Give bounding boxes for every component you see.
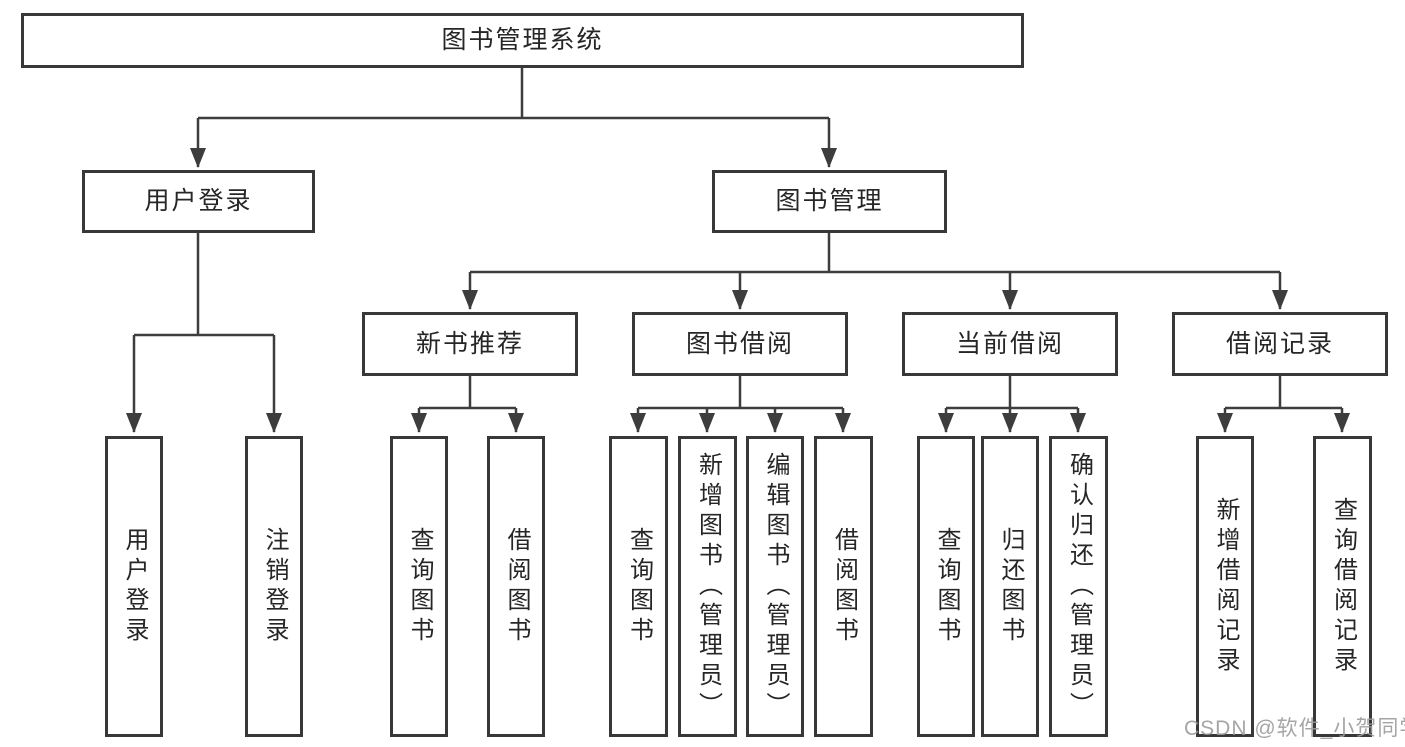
node-book-management: 图书管理 (712, 170, 947, 233)
leaf-recommend-query-books: 查询图书 (390, 436, 448, 737)
leaf-edit-books-admin: 编辑图书（管理员） (746, 436, 804, 737)
leaf-add-borrow-record: 新增借阅记录 (1196, 436, 1254, 737)
csdn-watermark: CSDN @软件_小贺同学 (1184, 717, 1405, 740)
leaf-query-borrow-record: 查询借阅记录 (1313, 436, 1372, 737)
leaf-borrow-books: 借阅图书 (814, 436, 873, 737)
node-new-book-recommend: 新书推荐 (362, 312, 578, 376)
node-borrow-records: 借阅记录 (1172, 312, 1388, 376)
node-root: 图书管理系统 (21, 13, 1024, 68)
leaf-confirm-return-admin: 确认归还（管理员） (1049, 436, 1108, 737)
leaf-user-login: 用户登录 (105, 436, 163, 737)
node-current-borrow: 当前借阅 (902, 312, 1118, 376)
leaf-return-books: 归还图书 (981, 436, 1039, 737)
leaf-add-books-admin: 新增图书（管理员） (678, 436, 737, 737)
leaf-current-query-books: 查询图书 (917, 436, 975, 737)
leaf-recommend-borrow-books: 借阅图书 (487, 436, 545, 737)
leaf-logout: 注销登录 (245, 436, 303, 737)
node-book-borrow: 图书借阅 (632, 312, 848, 376)
leaf-borrow-query-books: 查询图书 (609, 436, 668, 737)
node-user-login: 用户登录 (82, 170, 315, 233)
